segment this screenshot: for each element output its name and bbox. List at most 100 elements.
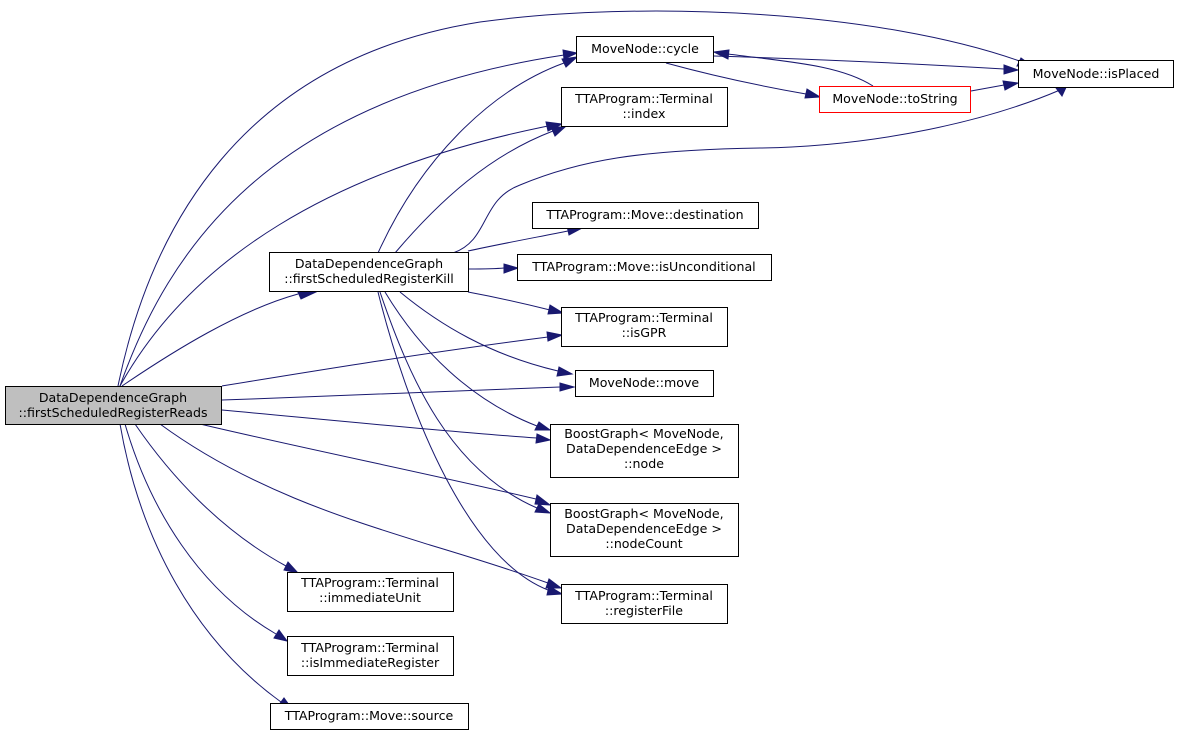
edge-kill-to-isplaced [452, 89, 1061, 254]
arrowhead-terminal-registerfile-from-kill [546, 585, 564, 596]
node-label-line-1: DataDependenceGraph [295, 256, 443, 271]
node-move-isunconditional[interactable]: TTAProgram::Move::isUnconditional [517, 254, 772, 281]
arrowhead-cycle-from-tostring [712, 49, 730, 60]
arrowhead-move-isunconditional-from-kill [503, 263, 520, 274]
node-label-line-1: TTAProgram::Terminal [574, 310, 713, 325]
node-box [269, 252, 469, 292]
node-box [561, 307, 728, 347]
edge-kill-to-move-destination [467, 230, 569, 252]
node-label-line-1: MoveNode::isPlaced [1033, 66, 1160, 81]
edge-root-to-cycle [119, 54, 565, 387]
node-label-line-1: MoveNode::cycle [591, 41, 699, 56]
node-box [575, 370, 714, 397]
node-box [561, 584, 728, 624]
node-box [561, 87, 728, 127]
edge-root-to-boostgraph-nodecount [199, 423, 541, 501]
node-label-line-3: ::nodeCount [605, 536, 682, 551]
edge-kill-to-move-isunconditional [467, 267, 505, 270]
node-label-line-2: ::firstScheduledRegisterKill [284, 271, 454, 286]
node-label-line-1: TTAProgram::Move::isUnconditional [531, 259, 755, 274]
node-label-line-1: MoveNode::toString [832, 91, 957, 106]
node-movenode-move[interactable]: MoveNode::move [575, 370, 714, 397]
node-box [517, 254, 772, 281]
arrowhead-cycle-from-kill [561, 56, 579, 68]
node-label-line-1: TTAProgram::Terminal [300, 575, 439, 590]
edge-root-to-isplaced [117, 10, 1026, 387]
edge-kill-to-terminal-registerfile [377, 291, 549, 591]
node-terminal-registerfile[interactable]: TTAProgram::Terminal ::registerFile [561, 584, 728, 624]
node-label-line-2: ::index [623, 106, 666, 121]
edge-root-to-move-source [119, 423, 282, 703]
arrowhead-boostgraph-nodecount-from-root [534, 494, 552, 506]
edge-kill-to-boostgraph-node [384, 291, 538, 427]
edge-tostring-to-cycle [727, 53, 874, 87]
node-box [819, 86, 971, 113]
arrowhead-tostring-from-cycle [804, 88, 822, 99]
node-label-line-2: ::firstScheduledRegisterReads [18, 405, 207, 420]
arrowhead-terminal-immediateunit-from-root [283, 561, 300, 574]
edge-kill-to-cycle [377, 62, 565, 254]
node-movenode-tostring[interactable]: MoveNode::toString [819, 86, 971, 113]
edge-root-to-terminal-registerfile [159, 423, 549, 584]
node-box [550, 424, 739, 478]
node-terminal-index[interactable]: TTAProgram::Terminal ::index [561, 87, 728, 127]
arrowhead-cycle-from-root [562, 49, 579, 60]
edge-tostring-to-isplaced [970, 84, 1005, 92]
edge-root-to-terminal-isimmediateregister [124, 423, 277, 635]
edge-kill-to-movenode-move [399, 291, 559, 372]
arrowhead-boostgraph-nodecount-from-kill [534, 503, 552, 514]
edge-root-to-movenode-move [221, 386, 561, 401]
node-label-line-1: BoostGraph< MoveNode, [564, 426, 723, 441]
node-label-line-2: DataDependenceEdge > [566, 521, 722, 536]
node-movenode-cycle[interactable]: MoveNode::cycle [576, 36, 714, 63]
node-box [550, 503, 739, 557]
arrowhead-boostgraph-node-from-kill [534, 421, 552, 431]
node-label-line-1: TTAProgram::Terminal [300, 640, 439, 655]
node-box [287, 572, 454, 612]
edge-root-to-boostgraph-node [221, 409, 538, 439]
node-terminal-immediateunit[interactable]: TTAProgram::Terminal ::immediateUnit [287, 572, 454, 612]
node-label-line-1: BoostGraph< MoveNode, [564, 506, 723, 521]
edge-kill-to-terminal-isgpr [467, 291, 551, 311]
arrowhead-terminal-registerfile-from-root [545, 578, 563, 589]
node-label-line-2: ::isGPR [622, 325, 667, 340]
arrowhead-boostgraph-node-from-root [535, 433, 552, 444]
node-label-line-2: ::registerFile [605, 603, 683, 618]
arrowhead-terminal-isgpr-from-kill [547, 304, 565, 315]
call-edges [117, 10, 1061, 703]
node-label-line-1: TTAProgram::Move::source [284, 708, 454, 723]
node-move-destination[interactable]: TTAProgram::Move::destination [532, 202, 759, 229]
arrowhead-isplaced-from-tostring [1002, 80, 1020, 91]
edge-root-to-terminal-immediateunit [134, 423, 287, 567]
node-label-line-1: TTAProgram::Terminal [574, 588, 713, 603]
node-box [532, 202, 759, 229]
node-box [270, 703, 469, 730]
node-label-line-3: ::node [624, 456, 664, 471]
node-box [287, 636, 454, 676]
arrowhead-terminal-isgpr-from-root [546, 331, 564, 342]
arrowhead-movenode-move-from-root [559, 382, 576, 392]
node-boostgraph-nodecount[interactable]: BoostGraph< MoveNode, DataDependenceEdge… [550, 503, 739, 557]
edge-root-to-terminal-index [119, 125, 549, 387]
node-boostgraph-node[interactable]: BoostGraph< MoveNode, DataDependenceEdge… [550, 424, 739, 478]
edge-kill-to-terminal-index [394, 130, 554, 254]
edge-root-to-terminal-isgpr [221, 336, 549, 387]
arrowhead-terminal-index-from-kill [550, 126, 567, 137]
node-firstscheduledregisterkill[interactable]: DataDependenceGraph ::firstScheduledRegi… [269, 252, 469, 292]
node-label-line-2: ::immediateUnit [319, 590, 421, 605]
node-terminal-isimmediateregister[interactable]: TTAProgram::Terminal ::isImmediateRegist… [287, 636, 454, 676]
node-box [1018, 60, 1174, 88]
node-label-line-1: DataDependenceGraph [39, 390, 187, 405]
node-label-line-1: TTAProgram::Terminal [574, 91, 713, 106]
node-box [576, 36, 714, 63]
node-firstscheduledregisterreads[interactable]: DataDependenceGraph ::firstScheduledRegi… [5, 386, 222, 425]
edge-kill-to-boostgraph-nodecount [379, 291, 538, 509]
arrowhead-terminal-isimmediateregister-from-root [273, 629, 289, 642]
arrowhead-isplaced-from-cycle [1003, 64, 1020, 75]
node-label-line-2: DataDependenceEdge > [566, 441, 722, 456]
node-move-source[interactable]: TTAProgram::Move::source [270, 703, 469, 730]
node-terminal-isgpr[interactable]: TTAProgram::Terminal ::isGPR [561, 307, 728, 347]
node-label-line-1: TTAProgram::Move::destination [545, 207, 743, 222]
node-movenode-isplaced[interactable]: MoveNode::isPlaced [1018, 60, 1174, 88]
